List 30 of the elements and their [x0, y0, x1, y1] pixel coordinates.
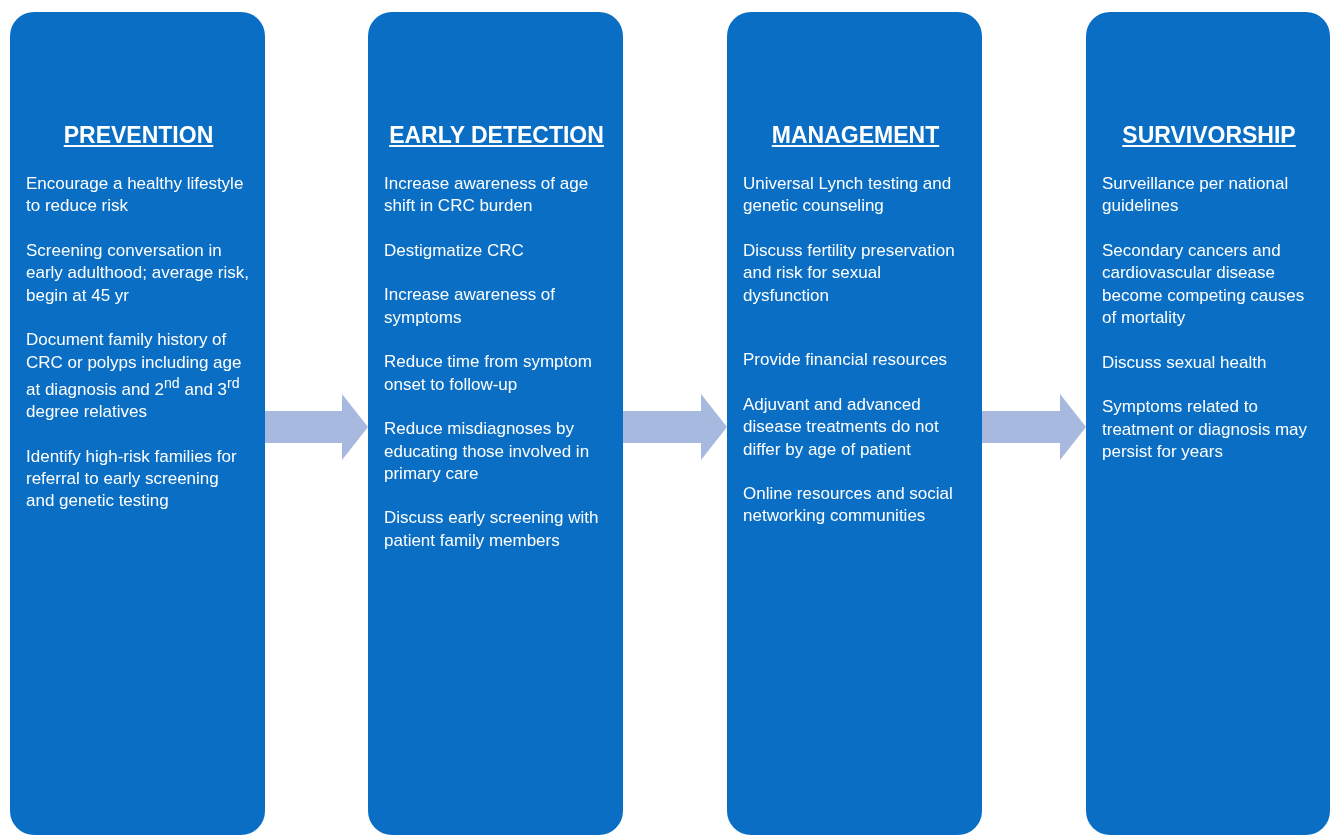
- list-item-text: Identify high-risk families for referral to early screening and genetic testing: [26, 445, 238, 513]
- list-item-text: Universal Lynch testing and genetic counseling: [743, 173, 953, 218]
- list-item-text: Discuss sexual health: [1102, 351, 1268, 374]
- stage-panel: [10, 12, 265, 835]
- list-item-text: Document family history of CRC or polyps including age at diagnosis and 2$^{nd}$ and 3$^{rd}$ degree relatives: [26, 329, 243, 424]
- list-item-text: Screening conversation in early adulthood; average risk, begin at 45 yr: [26, 239, 251, 307]
- list-item-text: Symptoms related to treatment or diagnosis may persist for years: [1102, 396, 1309, 463]
- list-item-text: Secondary cancers and cardiovascular disease become competing causes of mortality: [1102, 239, 1306, 330]
- block-arrow: [265, 394, 368, 460]
- list-item-text: Surveillance per national guidelines: [1102, 173, 1290, 218]
- stage-panel: [368, 12, 623, 835]
- block-arrow: [623, 394, 727, 460]
- column-heading: MANAGEMENT: [771, 122, 940, 149]
- list-item-text: Discuss fertility preservation and risk for sexual dysfunction: [743, 239, 956, 307]
- list-item-text: Reduce time from symptom onset to follow-up: [384, 351, 593, 396]
- list-item-text: Increase awareness of symptoms: [384, 284, 557, 329]
- stage-panel: [727, 12, 982, 835]
- column-heading: PREVENTION: [63, 122, 214, 149]
- list-item-text: Increase awareness of age shift in CRC burden: [384, 173, 590, 218]
- column-heading: EARLY DETECTION: [389, 122, 604, 149]
- list-item-text: Reduce misdiagnoses by educating those involved in primary care: [384, 418, 591, 485]
- list-item-text: Destigmatize CRC: [384, 239, 525, 262]
- stage-panel: [1086, 12, 1330, 835]
- list-item-text: Encourage a healthy lifestyle to reduce risk: [26, 173, 245, 218]
- list-item-text: Provide financial resources: [743, 349, 949, 372]
- column-heading: SURVIVORSHIP: [1122, 122, 1296, 149]
- list-item-text: Online resources and social networking communities: [743, 482, 954, 528]
- block-arrow: [982, 394, 1086, 460]
- list-item-text: Discuss early screening with patient family members: [384, 507, 600, 552]
- list-item-text: Adjuvant and advanced disease treatments do not differ by age of patient: [743, 393, 940, 461]
